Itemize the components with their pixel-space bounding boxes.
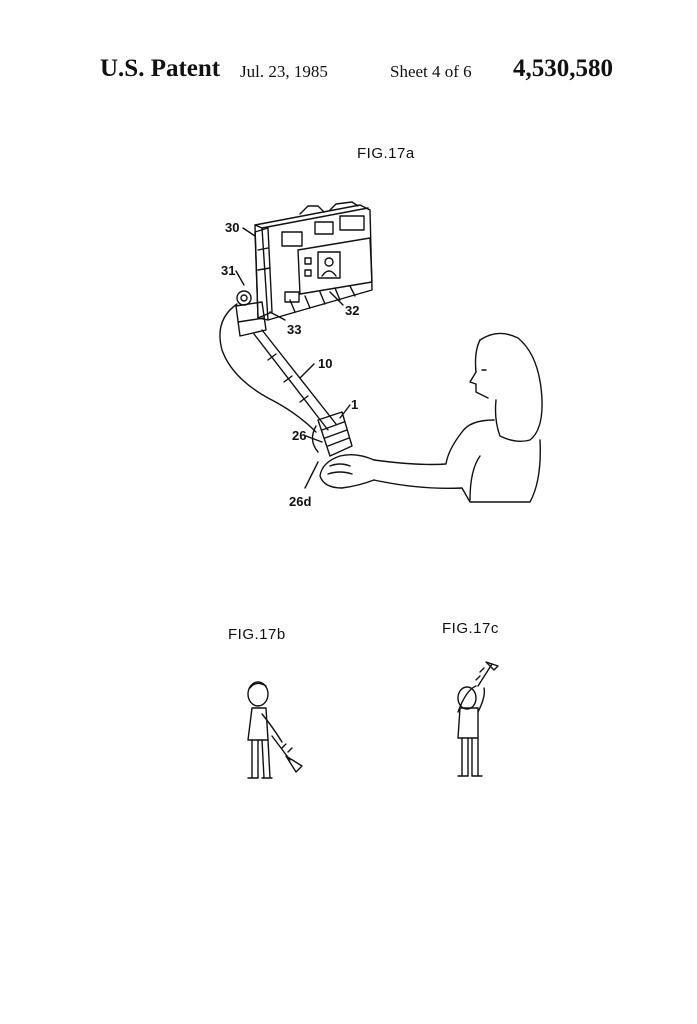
- fig17c-person: [458, 662, 498, 776]
- woman-figure: [320, 333, 542, 502]
- camera-drawing: [236, 202, 372, 336]
- fig17b-person: [248, 682, 302, 778]
